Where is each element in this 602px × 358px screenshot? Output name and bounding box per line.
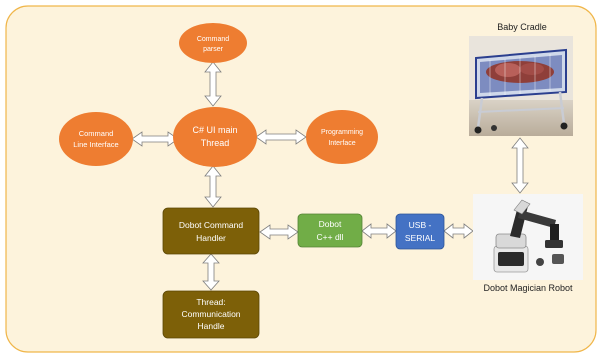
node-programming-line2: Interface	[328, 140, 355, 147]
caption-dobot-robot: Dobot Magician Robot	[483, 283, 573, 293]
node-cli-line1: Command	[79, 129, 114, 138]
diagram-background	[5, 5, 597, 353]
node-command-parser-line1: Command	[197, 36, 229, 43]
connector-handler-thread	[202, 253, 220, 291]
node-thread-line1: Thread:	[196, 297, 225, 307]
baby-cradle-image	[469, 36, 573, 136]
connector-ui-handler	[204, 165, 222, 208]
node-cli-line2: Line Interface	[73, 140, 118, 149]
node-thread-line2: Communication	[181, 309, 240, 319]
node-dll-line2: C++ dll	[317, 232, 344, 242]
node-dobot-command-handler: Dobot Command Handler	[162, 207, 260, 255]
node-programming-line1: Programming	[321, 129, 363, 136]
node-handler-line2: Handler	[196, 233, 226, 243]
node-dobot-cpp-dll: Dobot C++ dll	[297, 213, 363, 248]
node-programming-interface: Programming Interface	[306, 110, 378, 164]
node-usb-line1: USB -	[409, 220, 432, 230]
node-usb-line2: SERIAL	[405, 233, 436, 243]
node-ui-main-line1: C# UI main	[192, 125, 237, 135]
dobot-robot-image	[473, 194, 583, 280]
node-thread-line3: Handle	[198, 321, 225, 331]
node-ui-main-thread: C# UI main Thread	[173, 107, 257, 167]
caption-baby-cradle: Baby Cradle	[497, 22, 547, 32]
node-usb-serial: USB - SERIAL	[395, 213, 445, 250]
node-ui-main-line2: Thread	[201, 138, 230, 148]
node-thread-communication-handle: Thread: Communication Handle	[162, 290, 260, 339]
node-command-parser-line2: parser	[203, 46, 224, 53]
node-handler-line1: Dobot Command	[179, 220, 244, 230]
node-dll-line1: Dobot	[319, 219, 342, 229]
node-command-line-interface: Command Line Interface	[59, 112, 133, 166]
node-command-parser: Command parser	[179, 23, 247, 63]
connector-parser-ui	[204, 61, 222, 107]
connector-cradle-robot	[511, 137, 529, 194]
